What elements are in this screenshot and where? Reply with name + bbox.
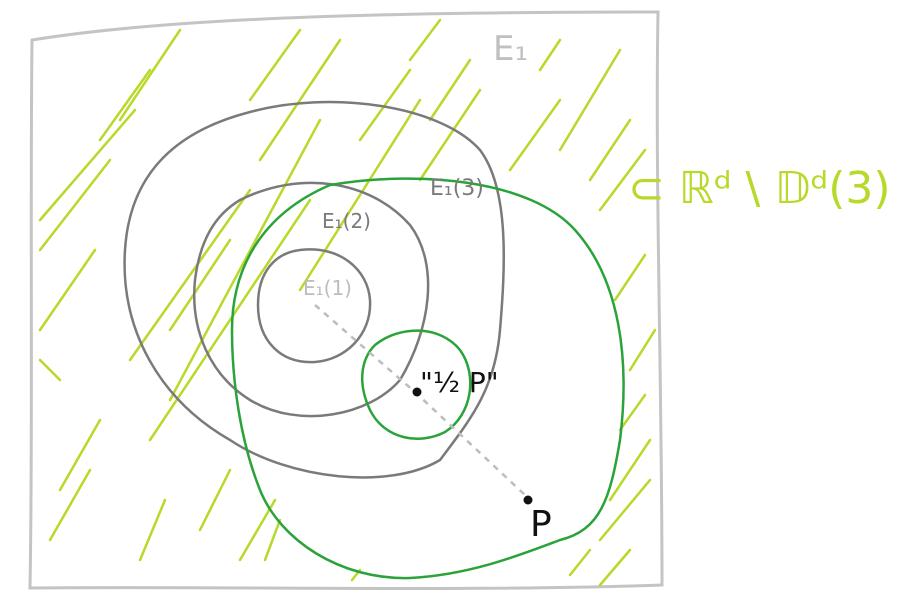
large-green-region [230, 177, 625, 580]
region-label-e1: E₁ [493, 29, 528, 69]
e1-1-boundary [256, 248, 372, 364]
small-green-circle [360, 329, 472, 440]
complement-label: ⊂ ℝᵈ \ 𝔻ᵈ(3) [628, 163, 891, 214]
p-point [523, 495, 533, 505]
half-p-point [412, 387, 422, 397]
e1-2-label: E₁(2) [322, 209, 371, 233]
e1-1-label: E₁(1) [303, 276, 352, 300]
complement-hatching [38, 18, 657, 587]
e1-3-boundary [123, 100, 506, 479]
half-p-label: "½ P" [420, 366, 499, 399]
e1-2-boundary [193, 181, 430, 418]
e1-3-label: E₁(3) [430, 176, 484, 201]
p-label: P [530, 504, 552, 545]
outer-frame [28, 10, 664, 591]
